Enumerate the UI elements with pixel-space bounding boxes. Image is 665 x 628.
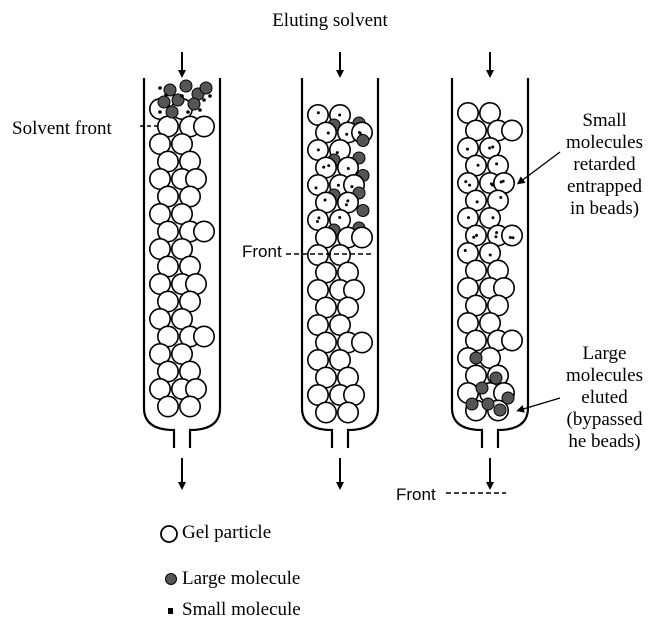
- small-molecule: [491, 145, 494, 148]
- large-molecule: [357, 205, 369, 217]
- small-molecule: [324, 198, 327, 201]
- gel-particle: [194, 116, 214, 136]
- small-molecule: [186, 110, 190, 114]
- column-1: [144, 78, 220, 448]
- small-molecule: [327, 132, 330, 135]
- small-molecule: [495, 162, 498, 165]
- small-molecule: [350, 185, 353, 188]
- small-molecule: [511, 236, 514, 239]
- small-molecule: [315, 186, 318, 189]
- small-molecule: [164, 93, 168, 97]
- small-molecule: [346, 199, 349, 202]
- small-molecule: [477, 164, 480, 167]
- gel-particle: [338, 402, 358, 422]
- gel-particle-icon: [161, 526, 177, 542]
- large-molecule: [482, 398, 494, 410]
- gel-particle: [502, 330, 522, 350]
- small-molecule: [509, 236, 512, 239]
- small-molecule: [490, 182, 493, 185]
- small-molecule: [475, 234, 478, 237]
- gel-particle: [352, 227, 372, 247]
- large-molecule: [158, 96, 170, 108]
- gel-particle: [158, 396, 178, 416]
- large-molecule: [166, 106, 178, 118]
- column-3: [452, 78, 528, 448]
- small-molecule: [202, 98, 206, 102]
- small-molecule: [158, 86, 162, 90]
- small-molecule: [464, 249, 467, 252]
- small-molecule: [345, 133, 348, 136]
- small-molecule: [488, 146, 491, 149]
- small-molecule: [198, 108, 202, 112]
- large-molecule-icon: [166, 574, 177, 585]
- diagram-title: Eluting solvent: [230, 10, 430, 32]
- small-molecule: [491, 216, 494, 219]
- large-molecule: [466, 398, 478, 410]
- legend-label-large-molecule: Large molecule: [182, 568, 300, 590]
- small-molecule: [180, 94, 184, 98]
- legend-symbols: [161, 526, 177, 614]
- small-molecule: [468, 184, 471, 187]
- large-molecule: [502, 392, 514, 404]
- large-molecule: [494, 404, 506, 416]
- gel-particle: [502, 120, 522, 140]
- large-molecule: [470, 352, 482, 364]
- gel-particle: [502, 225, 522, 245]
- large-molecule: [357, 135, 369, 147]
- large-molecule: [188, 98, 200, 110]
- gel-particle: [316, 402, 336, 422]
- small-molecule: [338, 114, 341, 117]
- front-label-right: Front: [396, 484, 436, 506]
- small-molecule: [158, 110, 162, 114]
- small-molecule: [499, 196, 502, 199]
- small-molecule: [317, 111, 320, 114]
- column-2: [302, 78, 378, 448]
- solvent-front-label: Solvent front: [12, 118, 112, 140]
- small-molecule: [316, 220, 319, 223]
- small-molecule: [208, 94, 212, 98]
- legend-label-small-molecule: Small molecule: [182, 599, 301, 621]
- small-molecule: [322, 166, 325, 169]
- large-molecule: [200, 82, 212, 94]
- small-molecule: [494, 235, 497, 238]
- small-molecule: [495, 231, 498, 234]
- small-molecule: [467, 216, 470, 219]
- small-molecule: [336, 151, 339, 154]
- small-molecule: [345, 203, 348, 206]
- large-molecule: [490, 372, 502, 384]
- small-molecule-icon: [168, 608, 173, 614]
- small-molecule: [337, 184, 340, 187]
- large-molecule: [476, 382, 488, 394]
- legend-label-gel-particle: Gel particle: [182, 522, 271, 544]
- small-molecule: [327, 164, 330, 167]
- small-molecule: [489, 253, 492, 256]
- gel-particle: [194, 326, 214, 346]
- small-molecule: [466, 148, 469, 151]
- small-molecule: [464, 180, 467, 183]
- small-molecule: [502, 180, 505, 183]
- small-molecule: [347, 167, 350, 170]
- gel-particle: [180, 396, 200, 416]
- small-molecule: [472, 236, 475, 239]
- gel-particle: [194, 221, 214, 241]
- small-molecule: [338, 216, 341, 219]
- large-molecule: [180, 80, 192, 92]
- small-molecule: [317, 216, 320, 219]
- small-molecule: [317, 148, 320, 151]
- columns-group: [144, 78, 528, 448]
- small-molecule: [476, 200, 479, 203]
- front-label-middle: Front: [242, 241, 282, 263]
- gel-particle: [352, 332, 372, 352]
